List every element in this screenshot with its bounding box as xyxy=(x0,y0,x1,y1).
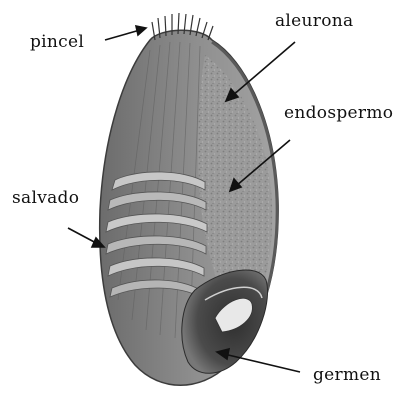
label-pincel: pincel xyxy=(30,32,84,52)
arrow-salvado xyxy=(68,228,98,244)
label-aleurona: aleurona xyxy=(275,11,353,31)
label-germen: germen xyxy=(313,365,381,385)
arrow-pincel xyxy=(105,30,140,40)
label-salvado: salvado xyxy=(12,188,79,208)
arrowhead-pincel xyxy=(136,26,146,35)
label-endospermo: endospermo xyxy=(284,103,393,123)
